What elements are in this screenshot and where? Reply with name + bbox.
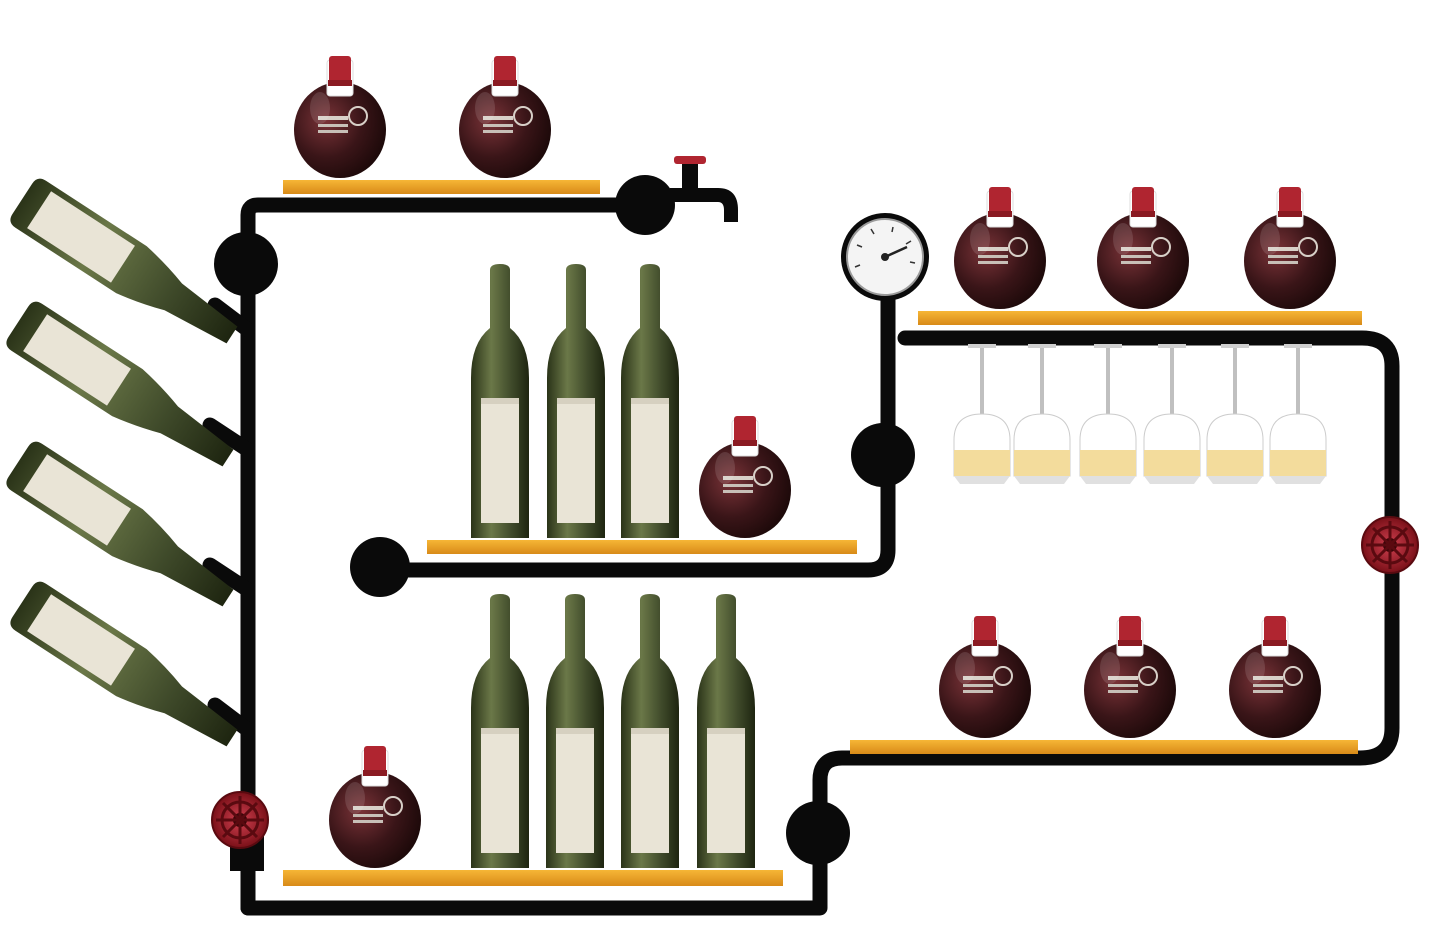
round-bottles-bottom-right — [938, 615, 1322, 739]
green-bottles-bottom — [471, 594, 755, 868]
round-bottle-bottom — [328, 745, 422, 869]
pipe-frame — [202, 197, 1400, 916]
green-bottles-middle — [471, 264, 679, 538]
pressure-gauge-icon — [841, 213, 929, 301]
round-bottles-top-right — [953, 186, 1337, 310]
round-bottles-top-left — [293, 55, 552, 179]
wooden-shelves — [283, 180, 1362, 886]
faucet-icon — [670, 156, 738, 222]
hanging-wine-glasses — [953, 343, 1327, 485]
angled-bottles-left — [3, 175, 248, 762]
round-bottle-middle — [698, 415, 792, 539]
